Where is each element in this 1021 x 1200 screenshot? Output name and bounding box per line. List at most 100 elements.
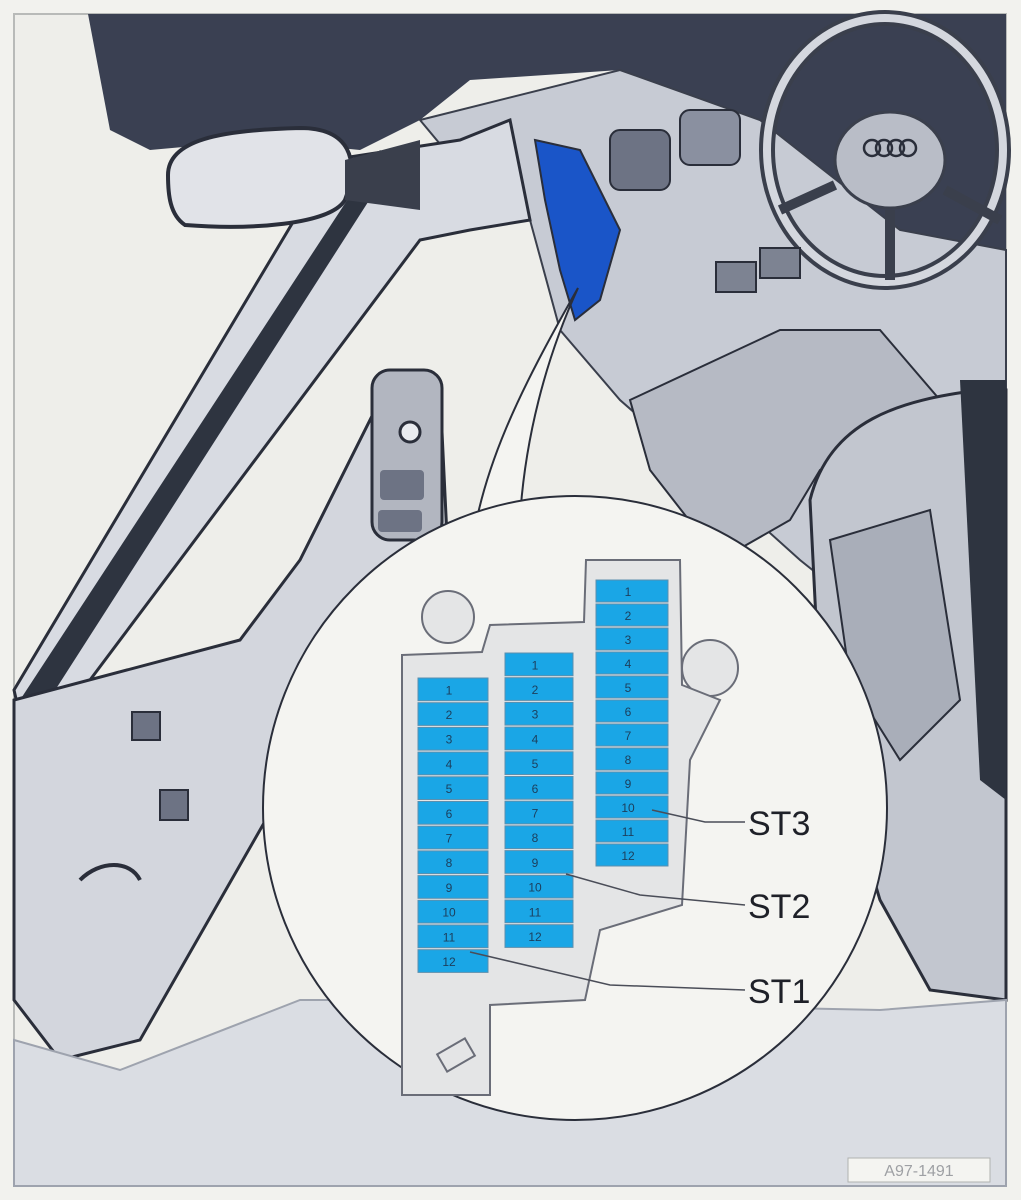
figure-code-box [847,1157,991,1183]
fuse-number: 12 [528,930,542,944]
window-switches [370,368,444,542]
fuse-slot [595,819,669,843]
fuse-number: 6 [532,782,539,796]
fuse-slot [504,874,574,899]
fuse-number: 9 [625,777,632,791]
fuse-slot [595,771,669,795]
fuse-number: 2 [446,708,453,722]
leader-line-st1 [469,951,746,991]
fuse-number: 9 [446,881,453,895]
magnifier-pointer [468,287,579,563]
fuse-slot [417,726,489,751]
fuse-slot [504,751,574,775]
fuse-number: 6 [625,705,632,719]
fuse-slot [504,701,574,726]
fuse-slot [504,924,574,948]
fuse-number: 12 [442,955,456,969]
fuse-number: 9 [532,856,539,870]
fuse-blocks: 1234567891011121234567891011121234567891… [417,579,669,973]
fuse-slot [417,949,489,973]
fuse-slot [595,627,669,651]
fuse-number: 6 [446,807,453,821]
fuse-number: 11 [443,930,456,944]
fuse-slot [417,875,489,899]
leader-lines [469,809,746,991]
fuse-slot [417,702,489,726]
fuse-slot [595,723,669,747]
fuse-slot [595,843,669,867]
fuse-slot [504,726,574,751]
fuse-slot [595,675,669,699]
fuse-number: 5 [446,782,453,796]
fuse-slot [417,801,489,825]
fuse-number: 4 [446,757,453,771]
fuse-slot [595,579,669,603]
leader-line-st2 [565,873,746,906]
fuse-slot [417,825,489,850]
fuse-slot [595,747,669,771]
fuse-slot [595,699,669,723]
fuse-slot [417,850,489,875]
fuse-slot [504,776,574,800]
fuse-slot [417,899,489,924]
fuse-slot [417,677,489,702]
steering-wheel [759,10,1011,290]
fuse-slot [595,795,669,819]
side-mirror [165,125,420,229]
fuse-number: 8 [532,831,539,845]
fuse-slot [595,651,669,675]
fuse-number: 3 [532,708,539,722]
fuse-number: 7 [532,807,539,821]
fuse-panel-location-highlight [533,138,622,322]
fuse-slot [504,652,574,677]
pedals [715,247,801,293]
steering-logo [862,138,918,158]
fuse-number: 5 [532,757,539,771]
fuse-slot [504,800,574,825]
fuse-slot [504,677,574,701]
fuse-number: 12 [621,849,635,863]
door-frame-dark [20,150,395,720]
fuse-number: 1 [625,585,632,599]
fuse-number: 1 [532,658,539,672]
callout-label-st3: ST3 [748,805,810,843]
fuse-slot [504,899,574,924]
housing-latch [435,1036,477,1074]
mount-tab-left [421,590,475,644]
fuse-number: 4 [625,657,632,671]
figure-code: A97-1491 [884,1163,953,1180]
fuse-number: 8 [625,753,632,767]
fuse-number: 8 [446,856,453,870]
fuse-number: 10 [528,881,542,895]
door-handle [78,711,189,882]
leader-line-st3 [651,809,745,823]
fuse-number: 11 [529,905,542,919]
fuse-slot [504,850,574,874]
fuse-slot [417,924,489,949]
fuse-number: 2 [625,609,632,623]
fuse-slot [504,825,574,850]
windshield-area [88,14,1006,250]
fuse-slot [595,603,669,627]
fuse-number: 3 [625,633,632,647]
fuse-number: 1 [446,683,453,697]
callout-label-st1: ST1 [748,973,810,1011]
fuse-number: 10 [621,801,635,815]
fuse-number: 11 [622,825,635,839]
fuse-slot [417,776,489,800]
fuse-number: 10 [442,906,456,920]
seat-edge-dark [960,380,1006,800]
fuse-number: 2 [532,683,539,697]
fuse-number: 7 [446,832,453,846]
vent-right [679,109,741,166]
fuse-number: 7 [625,729,632,743]
fuse-number: 5 [625,681,632,695]
fuse-number: 4 [532,732,539,746]
fuse-slot [417,751,489,776]
callout-label-st2: ST2 [748,888,810,926]
fuse-number: 3 [446,733,453,747]
